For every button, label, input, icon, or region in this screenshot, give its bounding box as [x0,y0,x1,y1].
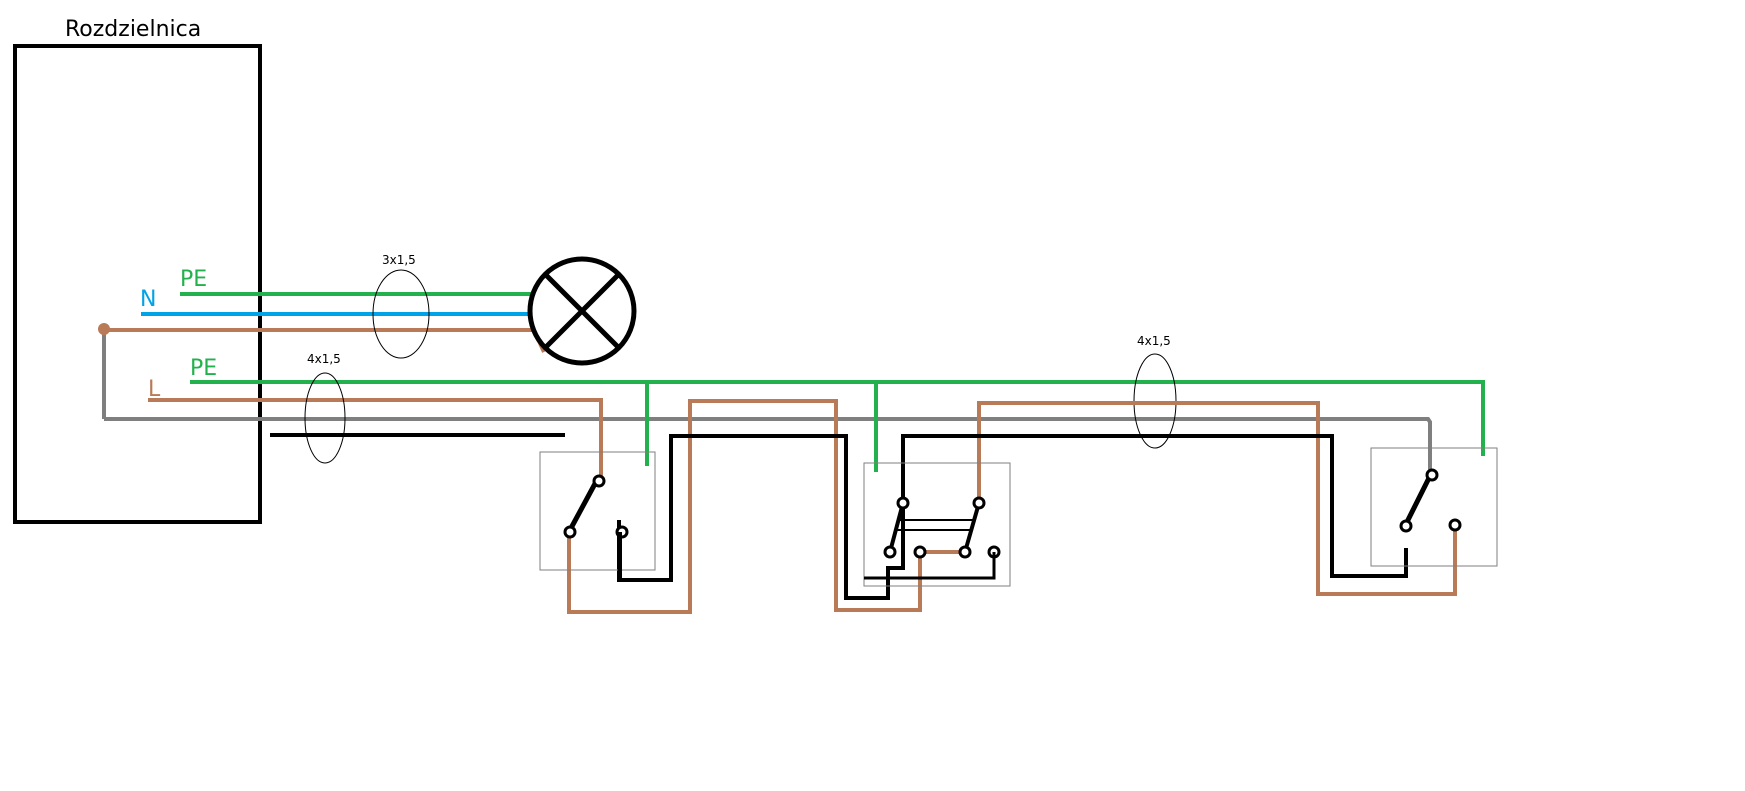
lamp-circuit: 3x1,5 PE N [104,253,637,366]
lamp-icon [527,256,637,366]
switch-l-wire [148,398,603,480]
lamp-cable-marker [372,269,430,359]
switch-cable-label-left: 4x1,5 [307,352,341,366]
lamp-pe-label: PE [180,267,207,292]
traveller-brown-2 [977,401,1320,498]
switch-circuit: PE L 4x1,5 4x1,5 [148,334,1485,480]
switch-box-2 [863,462,1011,587]
switch-pe-wire [190,380,1485,456]
switch-icon [539,451,656,578]
switch-l-label: L [148,377,161,402]
switch-cable-marker-left [304,372,346,464]
traveller-wires [567,399,1457,614]
traveller-brown-4 [834,444,922,612]
traveller-brown-3 [567,444,692,614]
gray-wire [104,417,1432,470]
junction-dot [98,323,110,335]
cross-switch-icon [863,462,1011,587]
switch-box-3 [1370,447,1498,567]
traveller-brown-1 [688,399,838,444]
traveller-black [617,434,1408,600]
traveller-brown-5 [1316,450,1457,596]
lamp-cable-label: 3x1,5 [382,253,416,267]
switch-cable-label-right: 4x1,5 [1137,334,1171,348]
switch-box-1 [539,451,656,571]
switch-icon [1370,447,1498,567]
lamp-n-label: N [140,287,156,312]
distribution-board [13,44,262,524]
board-title: Rozdzielnica [65,17,201,42]
switch-pe-label: PE [190,356,217,381]
